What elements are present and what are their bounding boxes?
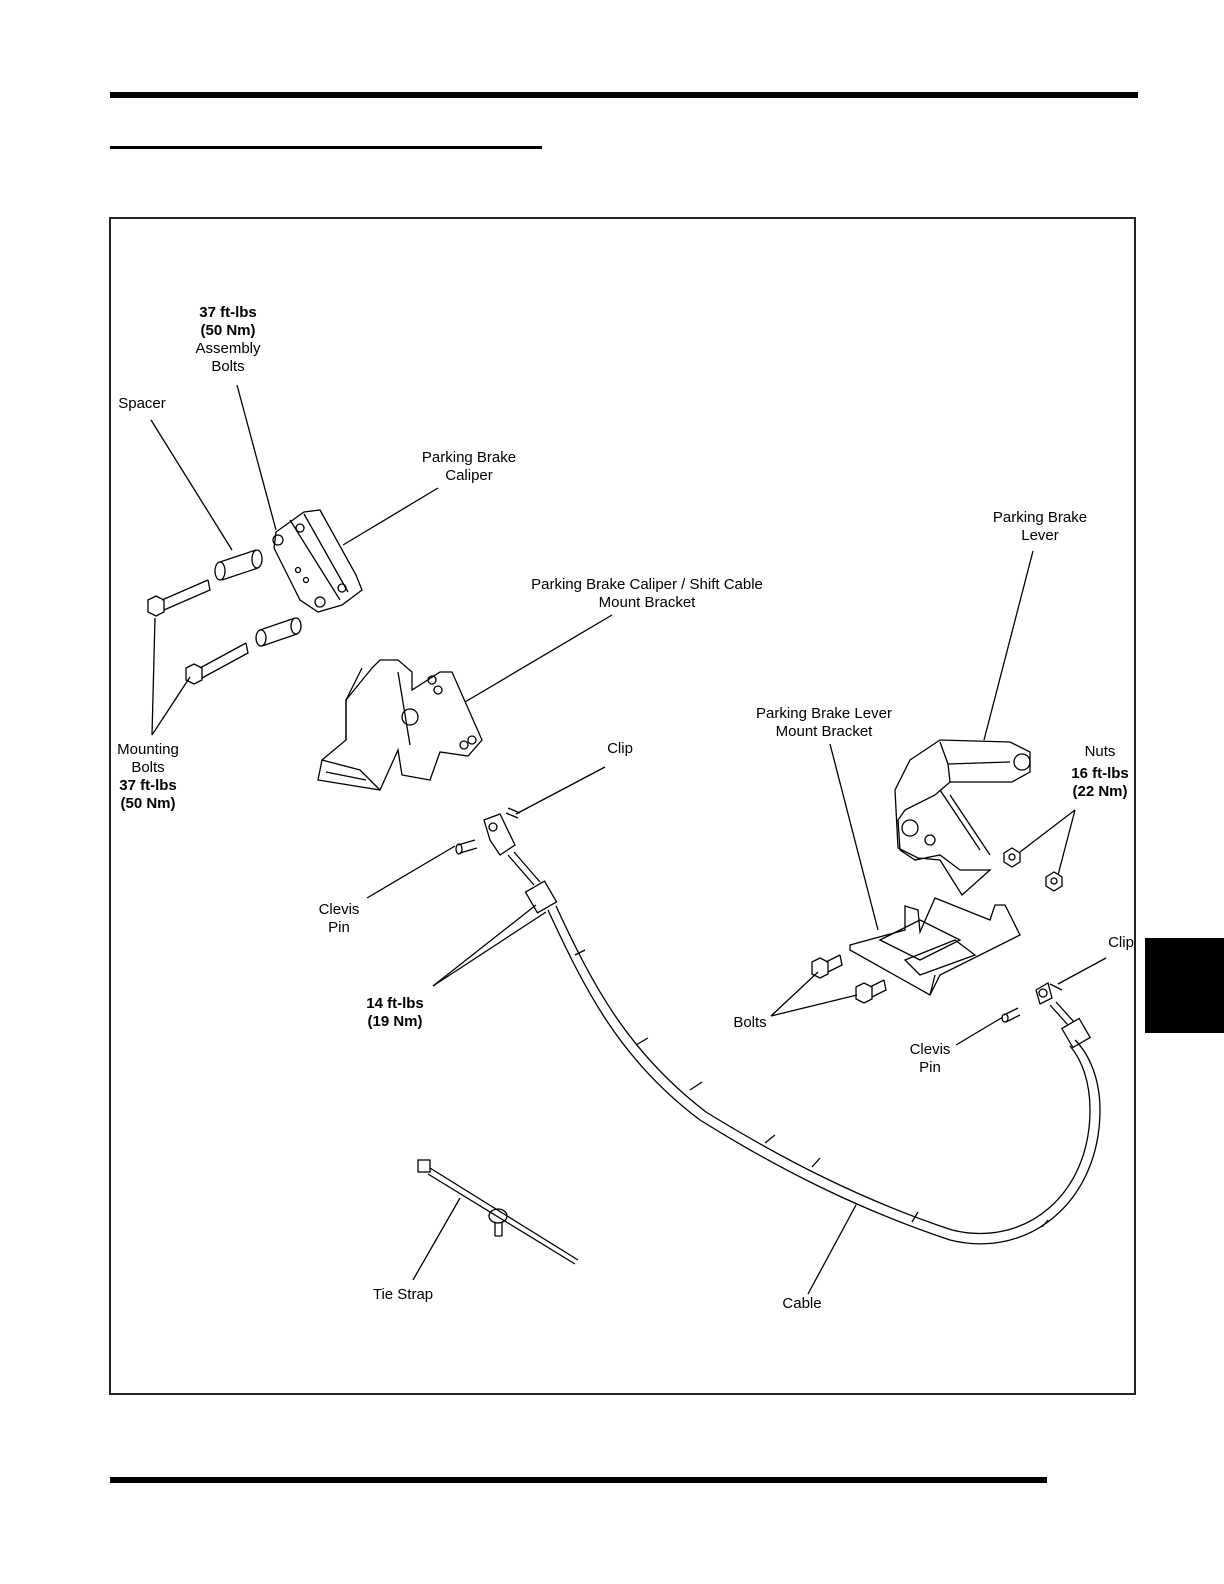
tie-strap-label: Tie Strap xyxy=(358,1286,448,1304)
lever-mount-bracket-label: Parking Brake Lever Mount Bracket xyxy=(744,705,904,741)
assembly-bolts-label: 37 ft-lbs (50 Nm) Assembly Bolts xyxy=(178,304,278,376)
bracket-bolts xyxy=(812,955,886,1003)
spacer-label: Spacer xyxy=(107,395,177,413)
caliper-mount-bracket-label: Parking Brake Caliper / Shift Cable Moun… xyxy=(507,576,787,612)
parking-brake-caliper xyxy=(273,510,362,612)
lever-label: Parking Brake Lever xyxy=(975,509,1105,545)
lever-mount-bracket xyxy=(850,898,1020,995)
clip-label-right: Clip xyxy=(1100,934,1142,952)
brake-cable xyxy=(548,906,1100,1244)
mounting-bolts xyxy=(148,580,248,684)
clevis-pin-label-left: Clevis Pin xyxy=(308,901,370,937)
cable-end-left xyxy=(456,808,557,913)
caliper-mount-bracket xyxy=(318,660,482,790)
bolts-label: Bolts xyxy=(725,1014,775,1032)
nuts-label: Nuts 16 ft-lbs (22 Nm) xyxy=(1060,743,1140,801)
cable-torque-label: 14 ft-lbs (19 Nm) xyxy=(350,995,440,1031)
nuts xyxy=(1004,848,1062,891)
leader-lines xyxy=(151,385,1106,1294)
clip-label-left: Clip xyxy=(590,740,650,758)
caliper-label: Parking Brake Caliper xyxy=(404,449,534,485)
parking-brake-lever xyxy=(895,740,1030,895)
spacer xyxy=(215,550,301,646)
footer-rule xyxy=(110,1477,1047,1483)
clevis-pin-label-right: Clevis Pin xyxy=(898,1041,962,1077)
mounting-bolts-label: Mounting Bolts 37 ft-lbs (50 Nm) xyxy=(103,741,193,813)
cable-end-right xyxy=(1002,983,1090,1048)
tie-strap xyxy=(418,1160,578,1264)
cable-label: Cable xyxy=(772,1295,832,1313)
